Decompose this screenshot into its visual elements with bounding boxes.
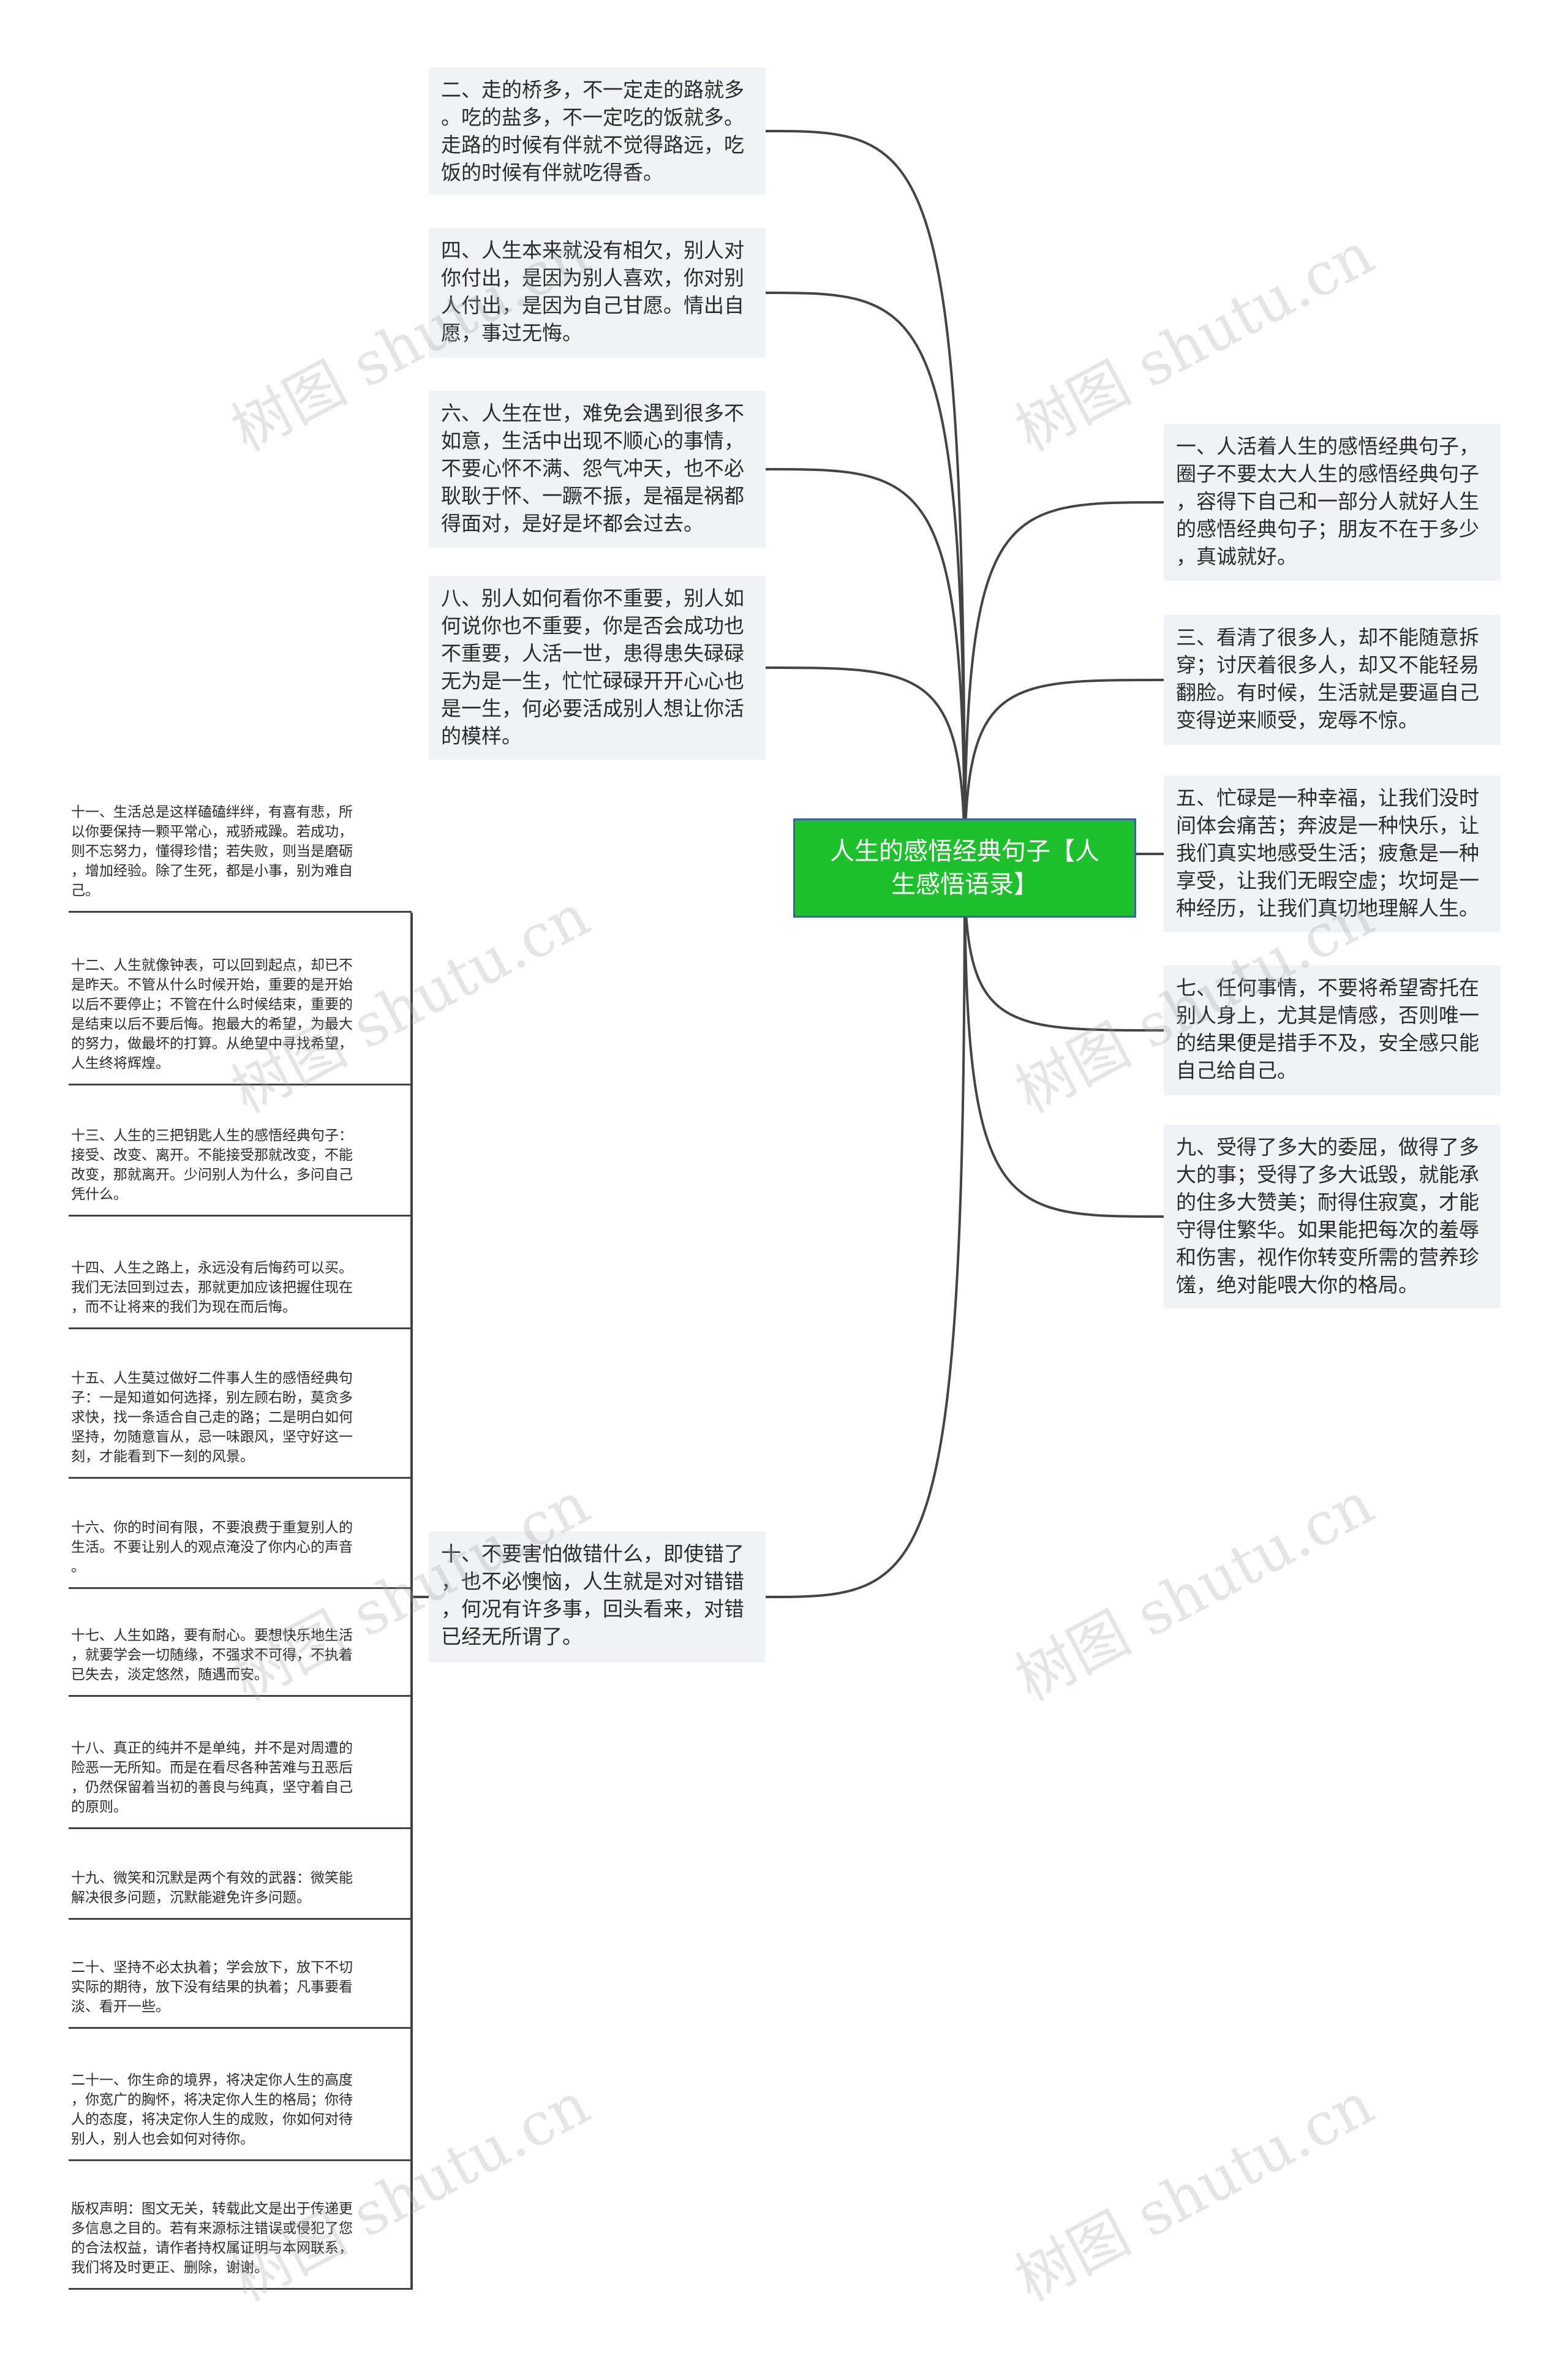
copyright-notice: 版权声明：图文无关，转载此文是出于传递更 多信息之目的。若有来源标注错误或侵犯了… [69,2199,412,2290]
branch-node-5[interactable]: 五、忙碌是一种幸福，让我们没时 间体会痛苦；奔波是一种快乐，让 我们真实地感受生… [1164,776,1501,932]
leaf-node-13[interactable]: 十三、人生的三把钥匙人生的感悟经典句子： 接受、改变、离开。不能接受那就改变，不… [69,1126,412,1217]
leaf-node-16[interactable]: 十六、你的时间有限，不要浪费于重复别人的 生活。不要让别人的观点淹没了你内心的声… [69,1518,412,1589]
leaf-node-18[interactable]: 十八、真正的纯并不是单纯，并不是对周遭的 险恶一无所知。而是在看尽各种苦难与丑恶… [69,1738,412,1829]
leaf-node-12[interactable]: 十二、人生就像钟表，可以回到起点，却已不 是昨天。不管从什么时候开始，重要的是开… [69,956,412,1085]
leaf-node-21[interactable]: 二十一、你生命的境界，将决定你人生的高度 ，你宽广的胸怀，将决定你人生的格局；你… [69,2070,412,2161]
leaf-node-19[interactable]: 十九、微笑和沉默是两个有效的武器：微笑能 解决很多问题，沉默能避免许多问题。 [69,1868,412,1920]
connector-right-1 [963,679,1164,869]
branch-node-1[interactable]: 一、人活着人生的感悟经典句子， 圈子不要太大人生的感悟经典句子 ，容得下自己和一… [1164,424,1501,581]
branch-node-7[interactable]: 七、任何事情，不要将希望寄托在 别人身上，尤其是情感，否则唯一 的结果便是措手不… [1164,965,1501,1095]
branch-node-9[interactable]: 九、受得了多大的委屈，做得了多 大的事；受得了多大诋毁，就能承 的住多大赞美；耐… [1164,1125,1501,1308]
leaf-node-15[interactable]: 十五、人生莫过做好二件事人生的感悟经典句 子：一是知道如何选择，别左顾右盼，莫贪… [69,1368,412,1479]
leaf-node-17[interactable]: 十七、人生如路，要有耐心。要想快乐地生活 ，就要学会一切随缘，不强求不可得，不执… [69,1626,412,1697]
connector-right-4 [963,867,1164,1218]
connector-right-3 [963,867,1164,1032]
branch-node-4[interactable]: 四、人生本来就没有相欠，别人对 你付出，是因为别人喜欢，你对别 人付出，是因为自… [429,228,766,358]
leaf-node-20[interactable]: 二十、坚持不必太执着；学会放下，放下不切 实际的期待，放下没有结果的执着；凡事要… [69,1958,412,2029]
connector-left-3 [765,666,966,869]
connector-left-4 [765,867,966,1598]
connector-left-0 [765,130,966,869]
leaf-node-14[interactable]: 十四、人生之路上，永远没有后悔药可以买。 我们无法回到过去，那就更加应该把握住现… [69,1258,412,1329]
leaf-node-11[interactable]: 十一、生活总是这样磕磕绊绊，有喜有悲，所 以你要保持一颗平常心，戒骄戒躁。若成功… [69,802,412,913]
branch-node-2[interactable]: 二、走的桥多，不一定走的路就多 。吃的盐多，不一定吃的饭就多。 走路的时候有伴就… [429,67,766,195]
branch-node-10[interactable]: 十、不要害怕做错什么，即使错了 ，也不必懊恼，人生就是对对错错 ，何况有许多事，… [429,1531,766,1663]
branch-node-3[interactable]: 三、看清了很多人，却不能随意拆 穿；讨厌着很多人，却又不能轻易 翻脸。有时候，生… [1164,615,1501,745]
connector-left-1 [765,292,966,869]
connector-left-2 [765,468,966,869]
branch-node-6[interactable]: 六、人生在世，难免会遇到很多不 如意，生活中出现不顺心的事情， 不要心怀不满、怨… [429,391,766,548]
connector-right-0 [963,501,1164,869]
branch-node-8[interactable]: 八、别人如何看你不重要，别人如 何说你也不重要，你是否会成功也 不重要，人活一世… [429,576,766,760]
root-node[interactable]: 人生的感悟经典句子【人 生感悟语录】 [793,818,1136,918]
